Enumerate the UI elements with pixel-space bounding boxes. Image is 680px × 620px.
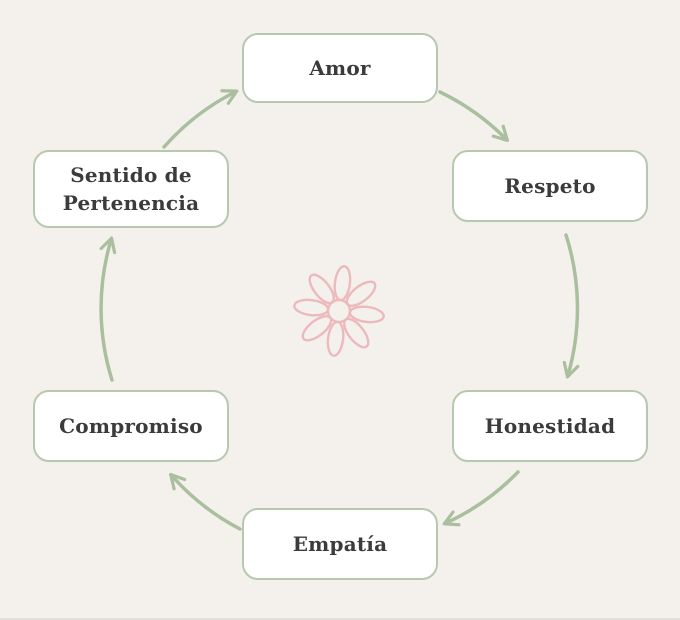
node-empatia: Empatía xyxy=(242,508,438,580)
node-honestidad: Honestidad xyxy=(452,390,648,462)
node-compromiso-label: Compromiso xyxy=(59,414,203,438)
flower-icon xyxy=(293,265,385,357)
node-sentido-de-pertenencia: Sentido de Pertenencia xyxy=(33,150,229,228)
node-empatia-label: Empatía xyxy=(292,532,388,556)
node-respeto-label: Respeto xyxy=(504,174,596,198)
node-amor-label: Amor xyxy=(309,56,371,80)
window-bottom-edge xyxy=(0,618,680,620)
arrow-respeto-to-honestidad xyxy=(562,233,580,379)
arrow-honestidad-to-empatia xyxy=(442,470,520,527)
arrow-compromiso-to-sentido xyxy=(99,236,117,382)
arrow-empatia-to-compromiso xyxy=(169,472,242,531)
node-honestidad-label: Honestidad xyxy=(484,414,616,438)
node-compromiso: Compromiso xyxy=(33,390,229,462)
node-respeto: Respeto xyxy=(452,150,648,222)
node-sentido-de-pertenencia-label: Sentido de Pertenencia xyxy=(62,163,200,215)
node-amor: Amor xyxy=(242,33,438,103)
arrow-sentido-to-amor xyxy=(162,89,239,149)
arrow-amor-to-respeto xyxy=(438,90,510,143)
